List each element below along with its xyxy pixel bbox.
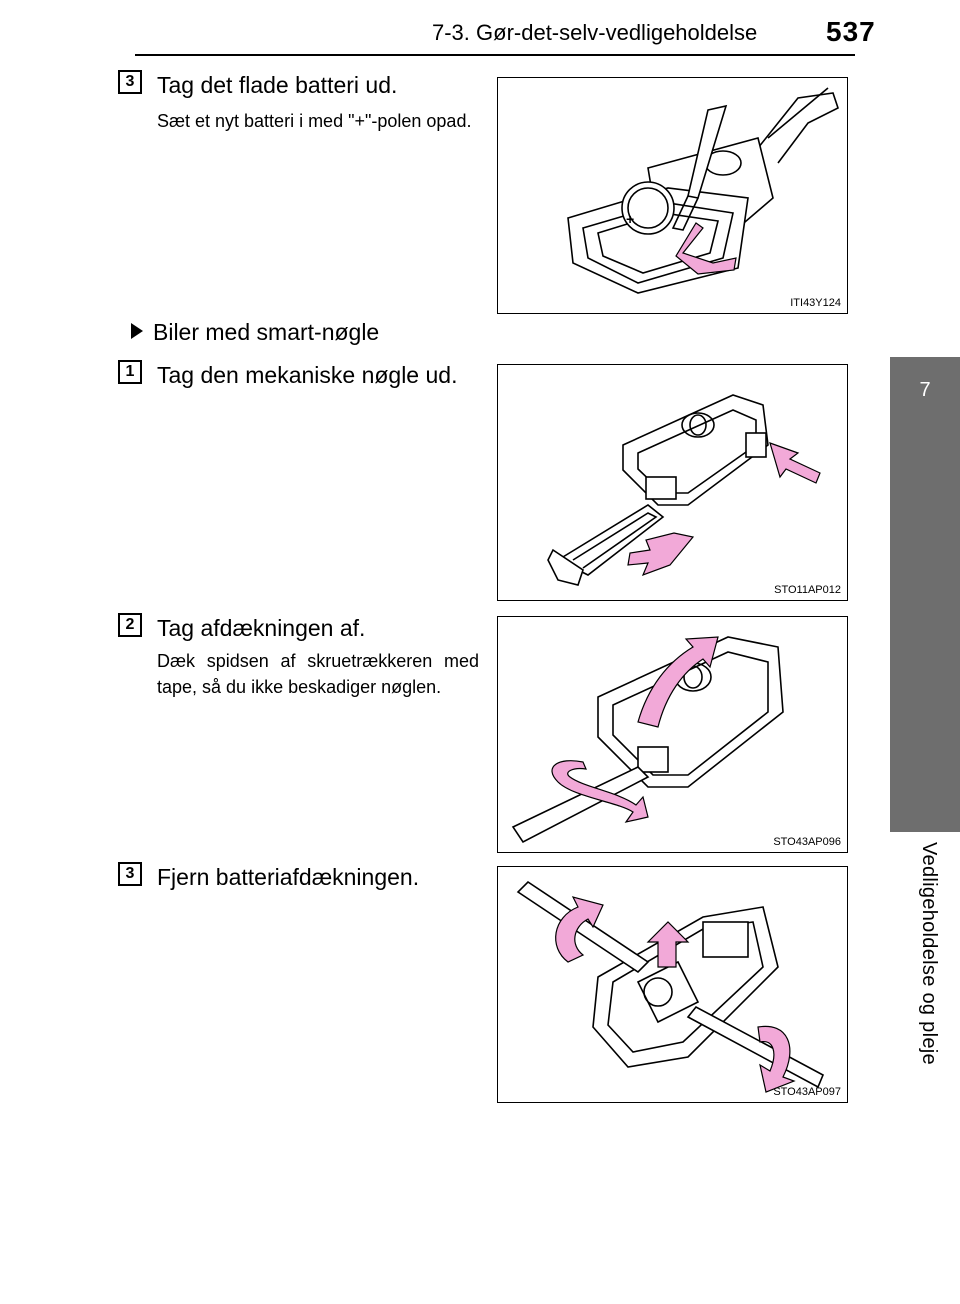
step-title: Tag den mekaniske nøgle ud. — [157, 362, 458, 388]
chapter-tab: 7 — [890, 357, 960, 832]
step-number-badge: 2 — [118, 613, 142, 637]
step-title: Tag det flade batteri ud. — [157, 72, 398, 98]
figure-remove-cover: STO43AP096 — [497, 616, 848, 853]
step-title: Fjern batteriafdækningen. — [157, 864, 420, 890]
coin-battery — [643, 977, 673, 1007]
smart-key-cover-illustration — [511, 636, 784, 844]
pink-arrow — [757, 1025, 796, 1093]
step-description: Dæk spidsen af skruetrækkeren med tape, … — [157, 651, 479, 697]
step-description: Sæt et nyt batteri i med "+"-polen opad. — [157, 111, 472, 131]
header-rule — [135, 54, 855, 56]
step-number-badge: 1 — [118, 360, 142, 384]
smart-key-illustration — [547, 394, 821, 586]
figure-remove-battery-cover: STO43AP097 — [497, 866, 848, 1103]
page-number: 537 — [826, 16, 876, 47]
step-number-badge: 3 — [118, 862, 142, 886]
pink-arrow — [769, 442, 821, 484]
battery-cover-illustration — [516, 880, 825, 1093]
pink-arrow — [627, 532, 695, 577]
header-section-title: 7-3. Gør-det-selv-vedligeholdelse — [432, 20, 758, 45]
pink-arrow — [637, 636, 719, 728]
pink-arrow — [551, 760, 649, 823]
triangle-bullet-icon — [131, 323, 143, 339]
pink-arrow — [646, 921, 690, 968]
pink-arrow — [675, 222, 737, 275]
figure-remove-battery: + ITI43Y124 — [497, 77, 848, 314]
battery-plus-label: + — [626, 211, 634, 227]
figure-remove-mechanical-key: STO11AP012 — [497, 364, 848, 601]
coin-battery — [621, 181, 675, 235]
figure-code: STO43AP097 — [773, 1086, 841, 1098]
pink-arrow — [555, 896, 604, 963]
figure-code: ITI43Y124 — [790, 297, 841, 309]
section-heading-text: Biler med smart-nøgle — [153, 319, 380, 345]
chapter-number: 7 — [919, 379, 931, 401]
step-title: Tag afdækningen af. — [157, 615, 366, 641]
figure-code: STO43AP096 — [773, 836, 841, 848]
figure-code: STO11AP012 — [774, 584, 841, 596]
step-number-badge: 3 — [118, 70, 142, 94]
chapter-title: Vedligeholdelse og pleje — [918, 842, 940, 1065]
key-battery-illustration: + — [567, 87, 839, 294]
section-heading: Biler med smart-nøgle — [131, 319, 379, 346]
